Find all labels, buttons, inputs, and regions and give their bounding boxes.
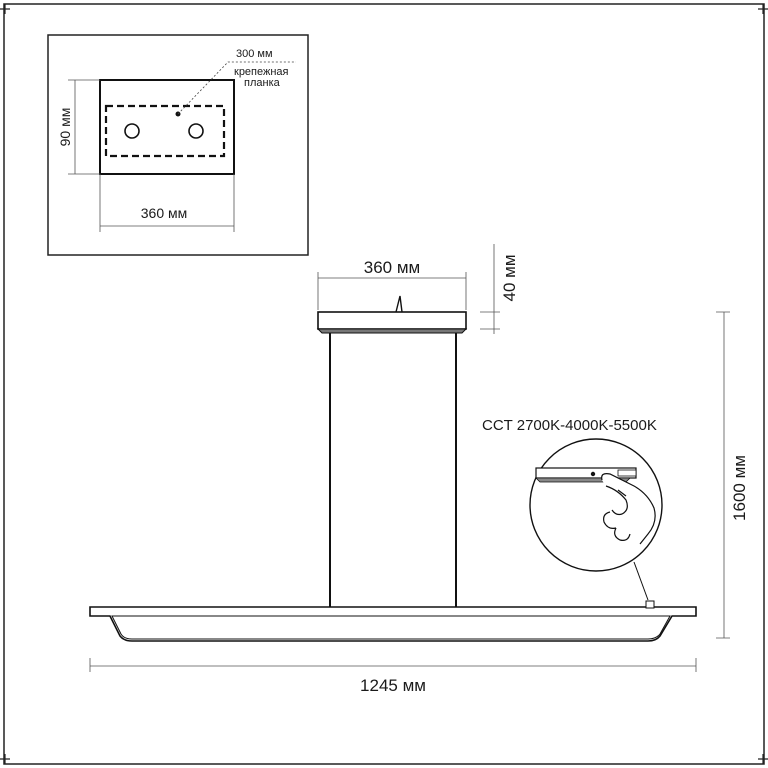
inset-width-label: 360 мм <box>141 205 188 221</box>
canopy <box>317 311 467 330</box>
canopy-width-label: 360 мм <box>364 258 420 277</box>
inset-height-label: 90 мм <box>57 108 73 147</box>
bracket-length-label: 300 мм <box>236 48 273 60</box>
cct-label: CCT 2700K-4000K-5500K <box>482 417 657 434</box>
bracket-label-line2: планка <box>244 77 281 89</box>
page-border <box>3 3 765 765</box>
total-height-dimension <box>716 311 730 639</box>
mounting-bracket <box>104 104 226 158</box>
corner-marks <box>0 4 768 764</box>
inset-canopy-outline <box>99 79 235 175</box>
canopy-width-dimension <box>317 272 467 310</box>
bracket-leader-line <box>177 61 296 115</box>
canopy-height-dimension <box>480 244 500 334</box>
canopy-shadow <box>316 328 468 334</box>
bracket-label-line1: крепежная <box>234 66 289 78</box>
luminaire-body <box>89 606 697 642</box>
touch-button <box>645 600 655 609</box>
fixture-front-view <box>89 295 697 642</box>
touch-detail-callout <box>529 438 663 601</box>
callout-leader <box>633 561 649 601</box>
inset-height-dimension <box>68 79 100 175</box>
total-width-dimension <box>89 658 697 672</box>
feed-cable <box>395 295 403 313</box>
inset-width-dimension <box>99 174 235 232</box>
total-width-label: 1245 мм <box>360 676 426 695</box>
hand-icon <box>601 473 656 545</box>
inset-panel: 300 мм крепежная планка 90 мм 360 мм <box>47 34 309 256</box>
canopy-height-label: 40 мм <box>500 254 519 301</box>
inset-border <box>47 34 309 256</box>
mounting-hole-left <box>124 123 140 139</box>
total-height-label: 1600 мм <box>730 455 749 521</box>
luminaire-diffuser <box>111 615 671 640</box>
mounting-hole-right <box>188 123 204 139</box>
detail-button-dot <box>590 471 596 477</box>
